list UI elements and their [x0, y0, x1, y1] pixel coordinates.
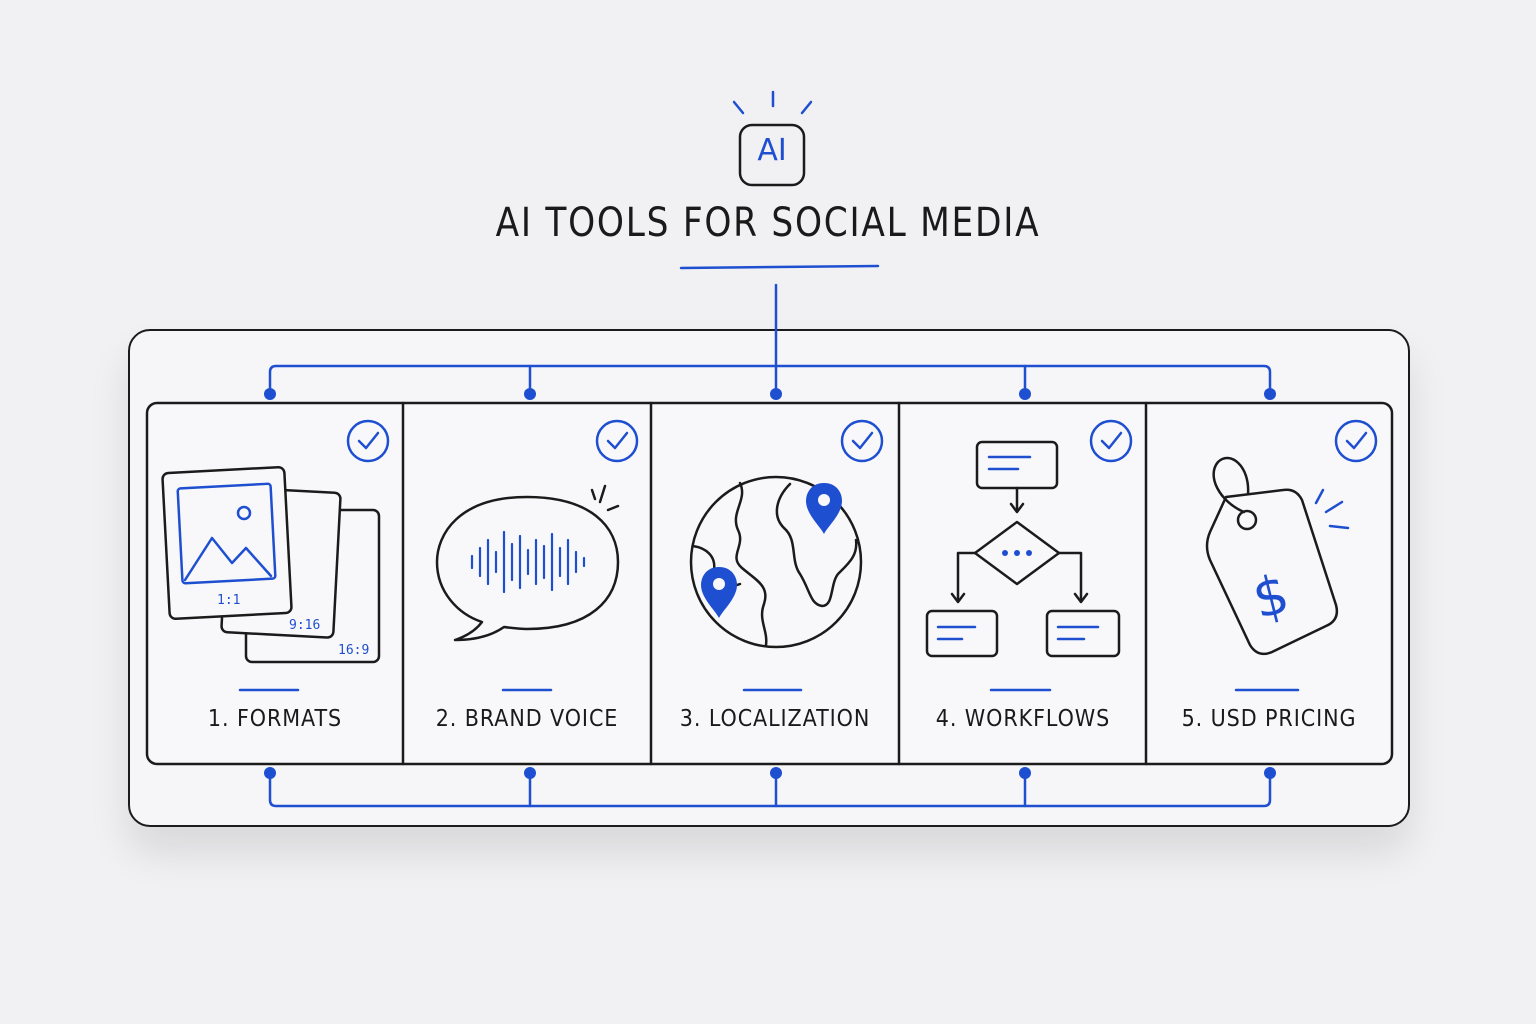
card-label-brand-voice: 2. BRAND VOICE [435, 706, 619, 732]
card-label-localization: 3. LOCALIZATION [679, 706, 871, 732]
ratio-label-9-16: 9:16 [289, 618, 320, 633]
ai-badge-label: AI [757, 133, 787, 168]
check-circle-icon [1334, 419, 1378, 463]
top-connector-dots [264, 388, 1276, 400]
bottom-connector-dots [264, 767, 1276, 779]
card-label-usd-pricing: 5. USD PRICING [1181, 706, 1357, 732]
card-label-formats: 1. FORMATS [207, 706, 343, 732]
title-underline [679, 264, 880, 270]
globe-pins-icon [689, 475, 863, 649]
speech-bubble-waveform-icon [435, 484, 620, 642]
ai-badge-icon [732, 90, 813, 187]
map-pin-icon [806, 483, 842, 534]
check-circle-icon [1089, 419, 1133, 463]
top-connector [268, 283, 1272, 396]
flowchart-icon [925, 440, 1121, 658]
check-circle-icon [346, 419, 390, 463]
ratio-label-16-9: 16:9 [338, 643, 369, 658]
diagram-title: AI TOOLS FOR SOCIAL MEDIA [495, 200, 1041, 246]
ratio-label-1-1: 1:1 [217, 593, 240, 608]
check-badges [346, 419, 1378, 463]
card-strip [145, 401, 1394, 766]
bottom-connector [268, 771, 1272, 808]
price-tag-dollar-icon [1205, 456, 1350, 656]
card-label-workflows: 4. WORKFLOWS [935, 706, 1111, 732]
check-circle-icon [595, 419, 639, 463]
check-circle-icon [840, 419, 884, 463]
stacked-images-icon [161, 465, 381, 664]
map-pin-icon [701, 567, 737, 618]
